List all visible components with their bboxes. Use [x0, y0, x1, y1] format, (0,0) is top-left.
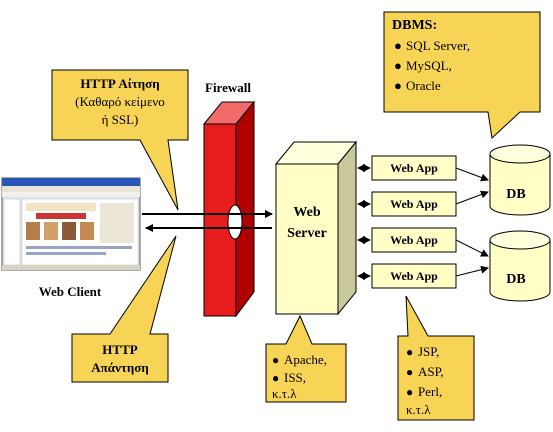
server-software-callout: ● Apache, ● ISS, κ.τ.λ [265, 314, 347, 403]
web-server-label-2: Server [287, 226, 327, 241]
bullet: ● [272, 353, 279, 367]
web-app-box: Web App [371, 263, 457, 289]
bullet: ● [406, 365, 413, 379]
dbms-title: DBMS: [392, 18, 437, 33]
language-item: JSP, [418, 344, 439, 359]
bullet: ● [272, 371, 279, 385]
firewall-label: Firewall [205, 80, 251, 95]
language-tail: κ.τ.λ [406, 402, 431, 417]
web-app-box: Web App [371, 155, 457, 181]
language-item: Perl, [418, 384, 442, 399]
server-item: Apache, [284, 352, 327, 367]
web-app-box: Web App [371, 227, 457, 253]
dbms-item: SQL Server, [406, 38, 470, 53]
server-app-arrows [357, 164, 371, 280]
web-server-label-1: Web [293, 205, 320, 220]
server-tail: κ.τ.λ [272, 386, 297, 401]
http-response-line2: Απάντηση [91, 360, 148, 375]
web-client: Web Client [1, 177, 141, 299]
http-request-callout: HTTP Αίτηση (Καθαρό κείμενο ή SSL) [51, 69, 189, 211]
http-response-title: HTTP [102, 342, 137, 357]
dbms-callout: DBMS: ● SQL Server, ● MySQL, ● Oracle [383, 11, 541, 140]
server-item: ISS, [284, 370, 306, 385]
web-app-boxes: Web App Web App Web App Web App [371, 155, 457, 289]
db-label: DB [506, 272, 525, 287]
web-client-label: Web Client [39, 284, 102, 299]
bullet: ● [394, 38, 402, 53]
web-app-label: Web App [390, 269, 438, 283]
dbms-item: MySQL, [406, 58, 452, 73]
database: DB [489, 144, 551, 216]
http-request-title: HTTP Αίτηση [80, 76, 159, 91]
web-server: Web Server [274, 140, 358, 316]
app-db-arrows [455, 167, 489, 277]
http-request-line2: (Καθαρό κείμενο [75, 94, 165, 109]
bullet: ● [406, 345, 413, 359]
web-app-label: Web App [390, 161, 438, 175]
client-server-arrows [142, 210, 273, 232]
http-response-callout: HTTP Απάντηση [71, 235, 177, 383]
http-request-line3: ή SSL) [102, 112, 139, 127]
bullet: ● [406, 385, 413, 399]
languages-callout: ● JSP, ● ASP, ● Perl, κ.τ.λ [397, 295, 475, 421]
dbms-item: Oracle [406, 78, 441, 93]
web-app-box: Web App [371, 191, 457, 217]
web-app-label: Web App [390, 197, 438, 211]
db-label: DB [506, 187, 525, 202]
firewall: Firewall [202, 80, 256, 318]
bullet: ● [394, 78, 402, 93]
database: DB [489, 230, 551, 302]
language-item: ASP, [418, 364, 444, 379]
web-app-label: Web App [390, 233, 438, 247]
bullet: ● [394, 58, 402, 73]
